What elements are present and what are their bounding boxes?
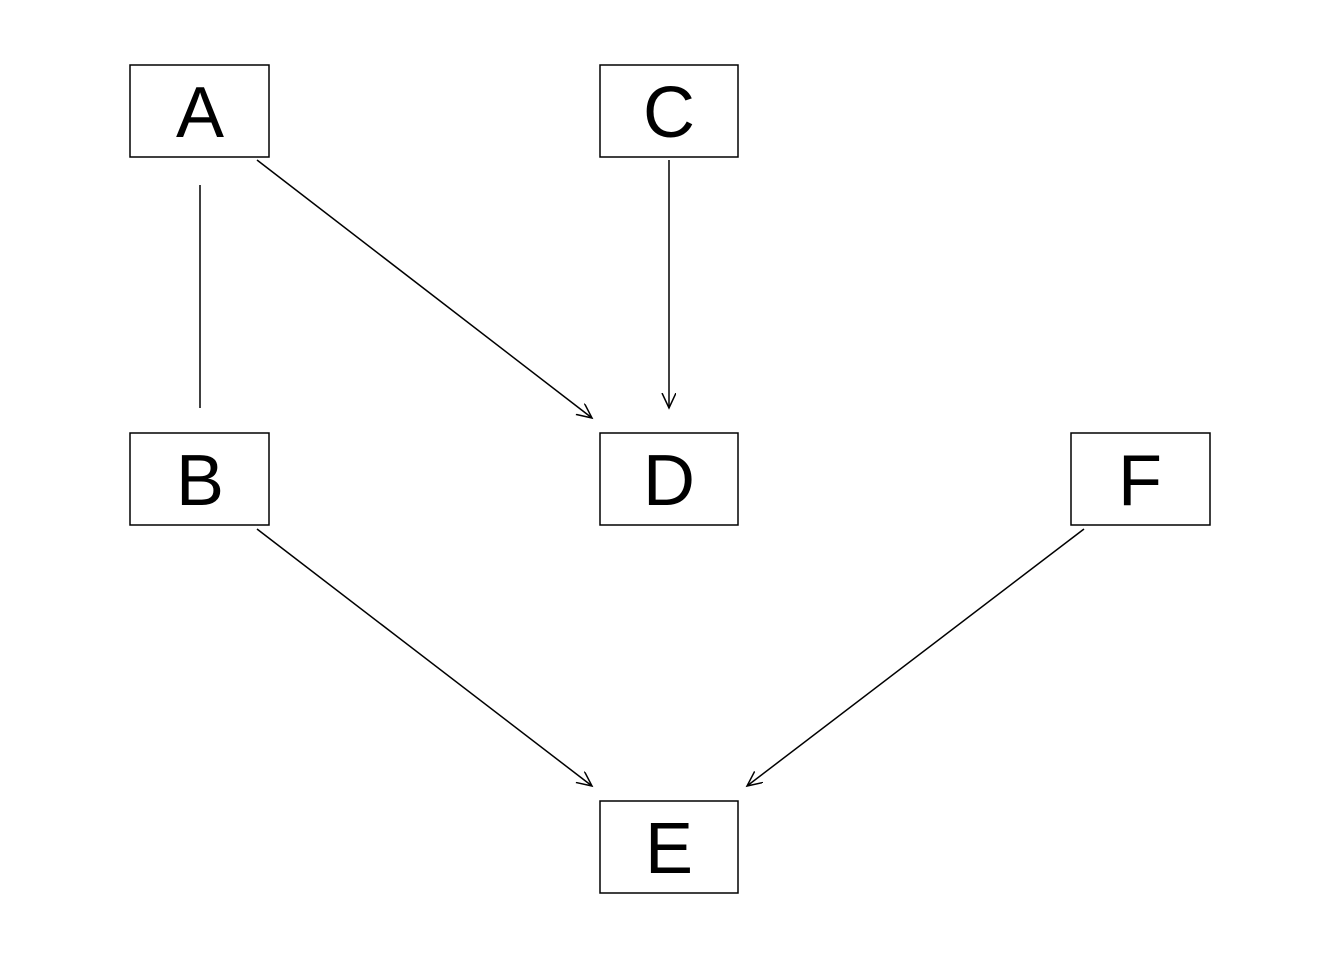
- node-e: E: [599, 800, 739, 894]
- node-f: F: [1070, 432, 1211, 526]
- node-a: A: [129, 64, 270, 158]
- node-a-label: A: [176, 73, 224, 153]
- node-f-box: [1070, 432, 1211, 526]
- node-d-label: D: [643, 441, 695, 521]
- node-a-box: [129, 64, 270, 158]
- node-b-label: B: [176, 441, 224, 521]
- node-e-box: [599, 800, 739, 894]
- node-b-box: [129, 432, 270, 526]
- node-b: B: [129, 432, 270, 526]
- node-c: C: [599, 64, 739, 158]
- edge-a-d-arrow: [256, 159, 592, 418]
- edges: [199, 159, 1085, 786]
- node-c-label: C: [643, 73, 695, 153]
- node-e-label: E: [645, 809, 693, 889]
- node-d-box: [599, 432, 739, 526]
- node-d: D: [599, 432, 739, 526]
- node-c-box: [599, 64, 739, 158]
- edge-f-e-arrow: [747, 528, 1085, 786]
- edge-b-e-arrow: [256, 528, 592, 786]
- node-f-label: F: [1118, 441, 1162, 521]
